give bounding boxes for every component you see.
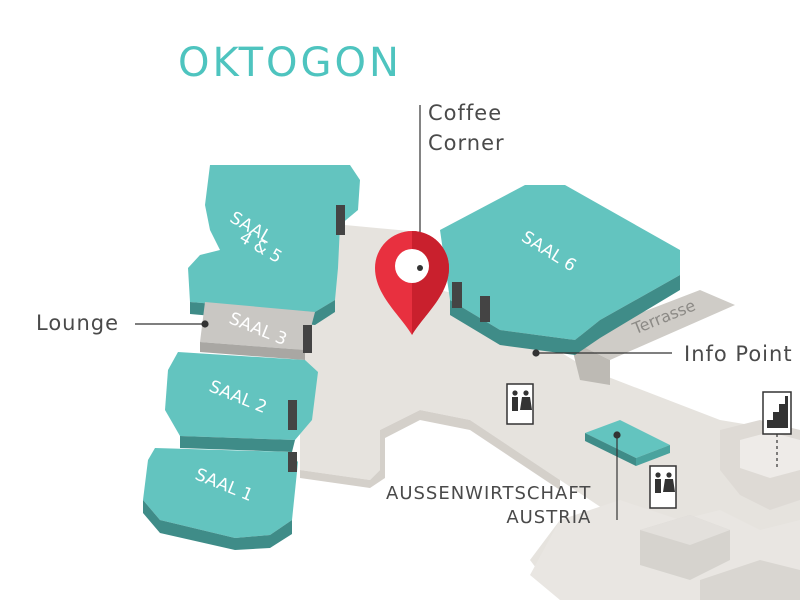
location-pin-icon[interactable] [375,231,449,335]
aussenwirtschaft-kiosk [585,420,670,466]
saal-3-room [200,302,315,360]
map-title: OKTOGON [178,40,402,86]
info-point-label: Info Point [684,342,793,366]
coffee-corner-label-line2: Corner [428,131,505,155]
lower-right-rooms [530,420,800,600]
aussenwirtschaft-label-line2: AUSTRIA [506,507,592,528]
saal-6-room [440,185,680,355]
restroom-icon-2 [649,465,677,509]
coffee-corner-label: Coffee Corner [428,98,505,158]
coffee-corner-label-line1: Coffee [428,101,503,125]
saal-2-room [165,352,318,452]
stairs-icon [762,391,792,435]
aussenwirtschaft-label: AUSSENWIRTSCHAFT AUSTRIA [386,482,591,530]
restroom-icon [506,383,534,425]
saal-1-room [143,448,298,550]
lounge-label: Lounge [36,311,120,335]
aussenwirtschaft-label-line1: AUSSENWIRTSCHAFT [386,483,592,504]
